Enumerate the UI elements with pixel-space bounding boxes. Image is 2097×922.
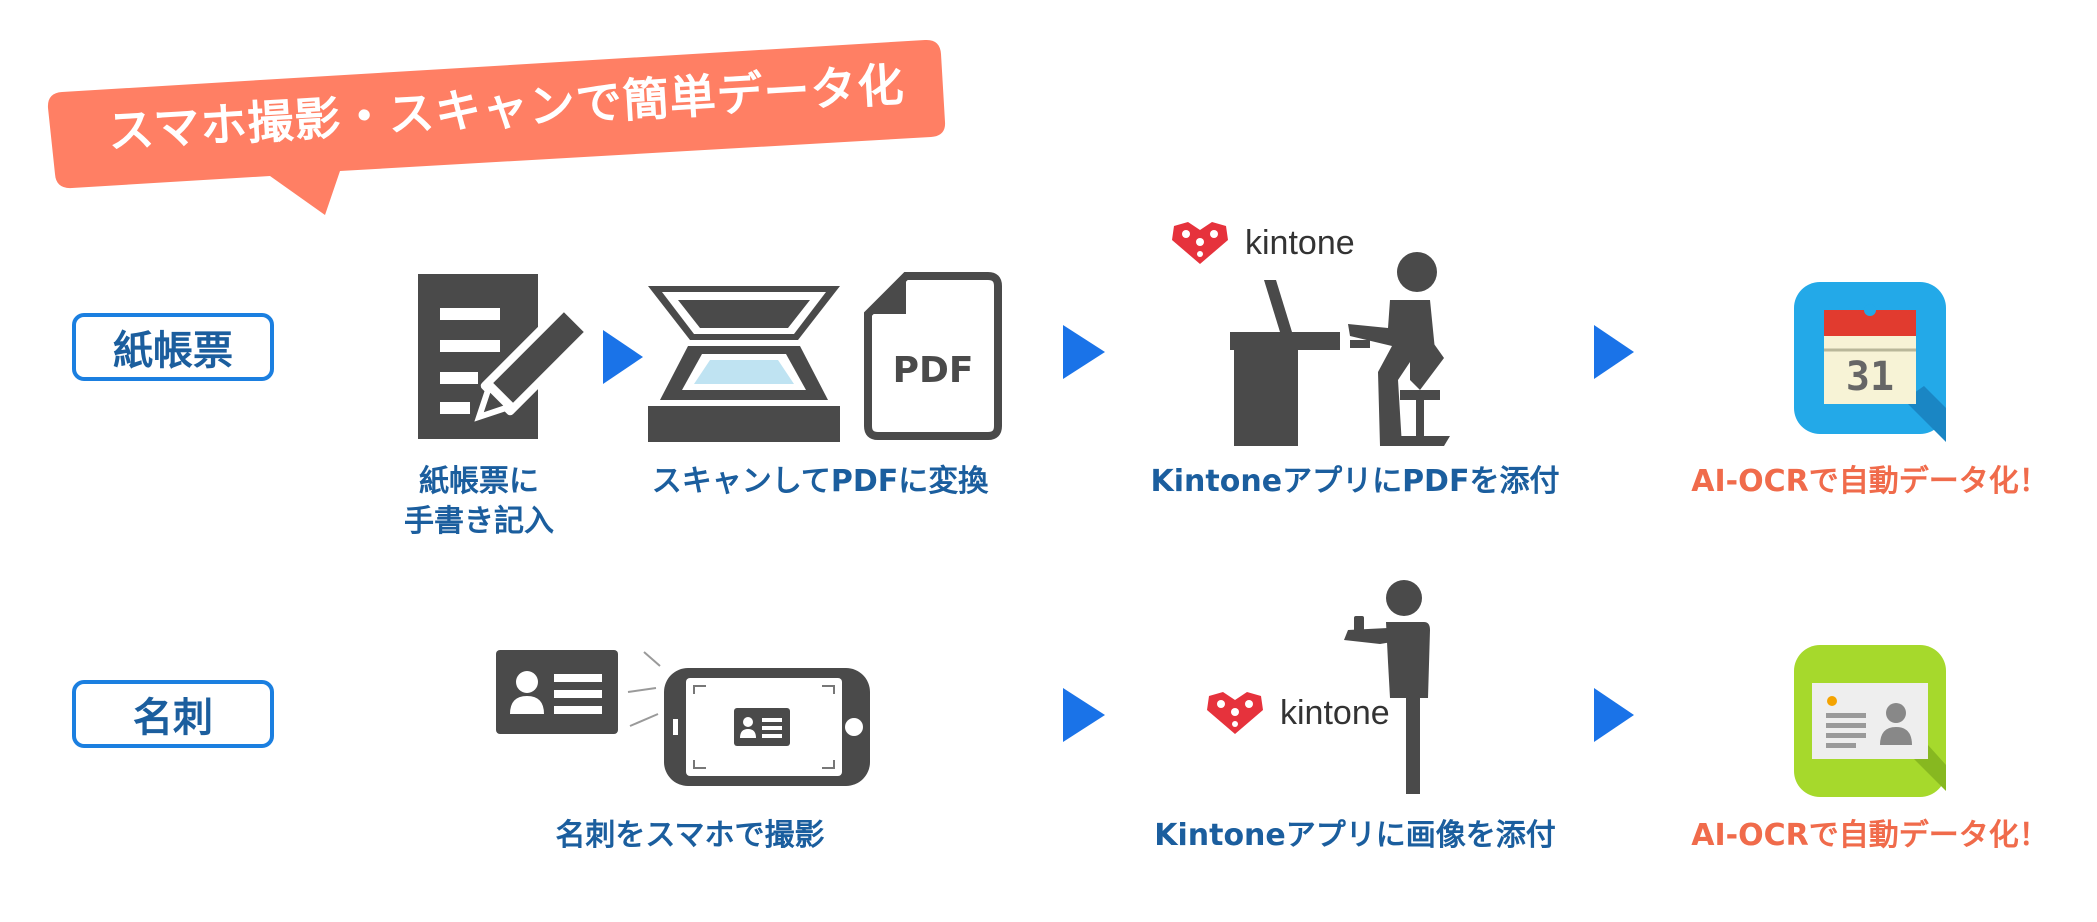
calendar-day: 31 — [1846, 354, 1894, 400]
flow-arrow — [1063, 325, 1105, 379]
flow-arrow — [1063, 688, 1105, 742]
desk-worker-icon — [1230, 252, 1450, 446]
kintone-wordmark: kintone — [1245, 224, 1355, 262]
business-card-phone-icon — [496, 650, 870, 786]
phone-user-icon — [1344, 580, 1430, 794]
business-card-app-icon — [1794, 645, 1946, 797]
row-label-business-card: 名刺 — [72, 680, 274, 748]
step-caption-handwrite-line1: 紙帳票に — [419, 464, 539, 499]
speech-bubble — [47, 39, 946, 215]
step-caption-photo-card: 名刺をスマホで撮影 — [555, 818, 825, 853]
pdf-label: PDF — [893, 350, 974, 391]
flow-arrow — [1594, 688, 1634, 742]
kintone-logo-icon — [1207, 692, 1263, 734]
step-caption-ai-ocr: AI-OCRで自動データ化！ — [1691, 818, 2049, 853]
row-label-paper-form: 紙帳票 — [72, 313, 274, 381]
scanner-icon — [648, 286, 840, 442]
pdf-file-icon: PDF — [864, 272, 1002, 440]
flow-arrow — [603, 330, 643, 384]
handwriting-form-icon — [418, 274, 594, 439]
kintone-wordmark: kintone — [1280, 694, 1390, 732]
step-caption-attach-image: Kintoneアプリに画像を添付 — [1154, 818, 1556, 853]
flow-arrow — [1594, 325, 1634, 379]
step-caption-ai-ocr: AI-OCRで自動データ化！ — [1691, 464, 2049, 499]
step-caption-attach-pdf: KintoneアプリにPDFを添付 — [1150, 464, 1560, 499]
step-caption-handwrite-line2: 手書き記入 — [404, 504, 554, 539]
step-caption-scan-pdf: スキャンしてPDFに変換 — [651, 464, 989, 499]
kintone-logo-icon — [1172, 222, 1228, 264]
calendar-app-icon: 31 — [1794, 282, 1946, 442]
